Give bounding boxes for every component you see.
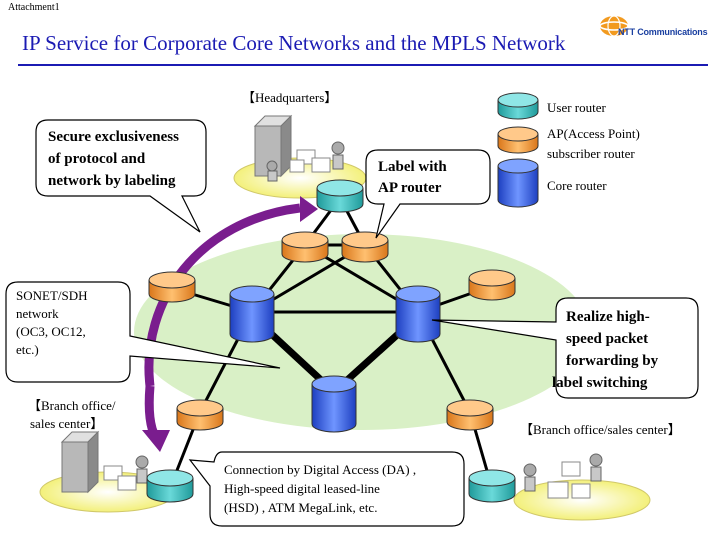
callout-label-ap-line2: AP router (378, 180, 442, 196)
user-router-branch-right (468, 469, 516, 503)
callout-sonet-line4: etc.) (16, 342, 39, 357)
callout-connection-line3: (HSD) , ATM MegaLink, etc. (224, 500, 378, 515)
logo-text: NTT Communications (618, 27, 708, 37)
branch-right-building-icon (523, 453, 603, 499)
legend-user-router-label: User router (547, 100, 606, 115)
core-router-left (229, 285, 275, 343)
legend-ap-router-label-line2: subscriber router (547, 146, 635, 161)
callout-connection-line1: Connection by Digital Access (DA) , (224, 462, 417, 477)
callout-realize-bubble (431, 297, 699, 399)
legend-ap-router-label-line1: AP(Access Point) (547, 126, 640, 141)
callout-realize-line1: Realize high- (566, 309, 650, 325)
callout-sonet-line3: (OC3, OC12, (16, 324, 86, 339)
title-underline (18, 64, 708, 66)
headquarters-label: 【Headquarters】 (242, 90, 338, 105)
callout-sonet-line1: SONET/SDH (16, 288, 88, 303)
hq-building-icon (253, 114, 345, 182)
ap-router-bottom-right (446, 399, 494, 431)
ap-router-top-left (281, 231, 329, 263)
company-logo: NTT Communications (598, 14, 710, 46)
ap-router-bottom-left (176, 399, 224, 431)
logo-globe-icon (599, 15, 629, 37)
legend-user-router-icon (497, 92, 539, 120)
callout-sonet-bubble (5, 281, 281, 383)
callout-connection-bubble (188, 451, 465, 527)
callout-label-ap-line1: Label with (378, 159, 447, 175)
branch-left-building-icon (60, 430, 149, 494)
arrowhead-top-icon (300, 196, 318, 222)
ap-router-right (468, 269, 516, 301)
user-router-branch-left (146, 469, 194, 503)
page-title: IP Service for Corporate Core Networks a… (22, 31, 566, 55)
callout-realize-line2: speed packet (566, 331, 649, 347)
callout-secure-line2: of protocol and (48, 151, 146, 167)
ap-router-left (148, 271, 196, 303)
callout-secure-bubble (35, 119, 207, 233)
callout-secure-line3: network by labeling (48, 173, 176, 189)
callout-label-ap-bubble (365, 149, 491, 239)
callout-realize-line3: forwarding by (566, 353, 659, 369)
callout-sonet-line2: network (16, 306, 59, 321)
legend-core-router-label: Core router (547, 178, 607, 193)
user-router-hq (316, 179, 364, 213)
ap-router-top-right (341, 231, 389, 263)
core-router-bottom (311, 375, 357, 433)
legend-ap-router-icon (497, 126, 539, 154)
arrowhead-bottom-icon (142, 430, 170, 452)
callout-realize-line4: label switching (552, 375, 648, 391)
legend-core-router-icon (497, 158, 539, 208)
core-router-right (395, 285, 441, 343)
branch-right-label: 【Branch office/sales center】 (520, 422, 681, 437)
branch-left-label-line2: sales center】 (30, 416, 104, 431)
callout-connection-line2: High-speed digital leased-line (224, 481, 380, 496)
callout-secure-line1: Secure exclusiveness (48, 129, 179, 145)
attachment-label: Attachment1 (8, 2, 60, 13)
branch-left-label-line1: 【Branch office/ (28, 398, 116, 413)
